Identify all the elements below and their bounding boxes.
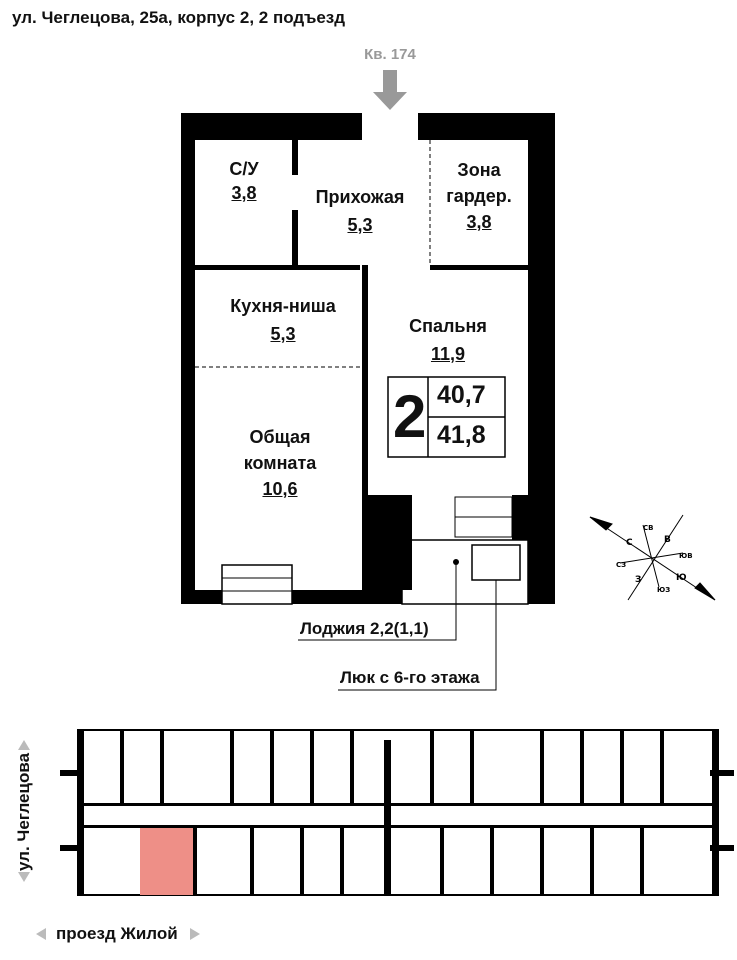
room-area: 11,9 <box>430 344 466 364</box>
entrance-label: Кв. 174 <box>364 46 416 63</box>
highlighted-apartment <box>140 827 193 895</box>
compass-n: С <box>626 538 633 548</box>
hatch-box <box>471 544 521 581</box>
room-name: Зона <box>457 160 501 180</box>
room-area: 10,6 <box>262 479 298 499</box>
arrow-right-icon <box>190 928 200 940</box>
room-hallway: Прихожая 5,3 <box>316 183 405 239</box>
room-name: Прихожая <box>315 187 405 207</box>
loggia-callout: Лоджия 2,2(1,1) <box>300 619 429 638</box>
compass-w: З <box>635 575 641 585</box>
room-area: 3,8 <box>231 183 257 203</box>
address-title: ул. Чеглецова, 25а, корпус 2, 2 подъезд <box>12 8 346 27</box>
room-living: Общая комната 10,6 <box>244 424 317 502</box>
living-area: 40,7 <box>437 381 486 409</box>
room-wardrobe: Зона гардер. 3,8 <box>446 157 512 235</box>
compass-icon <box>589 514 716 601</box>
arrow-left-icon <box>36 928 46 940</box>
compass-nw: СЗ <box>616 561 626 569</box>
room-name: С/У <box>229 159 259 179</box>
key-plan <box>18 729 734 940</box>
compass-ne: СВ <box>643 524 653 532</box>
room-area: 3,8 <box>466 212 492 232</box>
room-name: Общая <box>249 427 311 447</box>
hatch-callout: Люк с 6-го этажа <box>340 668 480 687</box>
compass-e: В <box>664 535 671 545</box>
total-area: 41,8 <box>437 421 486 449</box>
room-name-2: комната <box>243 453 317 473</box>
room-area: 5,3 <box>347 215 373 235</box>
compass-se: ЮВ <box>679 552 693 560</box>
arrow-up-icon <box>18 740 30 750</box>
room-bathroom: С/У 3,8 <box>229 157 258 205</box>
compass-sw: ЮЗ <box>657 586 670 594</box>
room-name: Кухня-ниша <box>230 296 336 316</box>
room-name: Спальня <box>409 316 487 336</box>
arrow-down-icon <box>18 872 30 882</box>
rooms-count: 2 <box>393 383 427 450</box>
entrance-arrow-icon <box>373 70 407 110</box>
walls <box>181 113 555 604</box>
street-horizontal-label: проезд Жилой <box>56 924 178 943</box>
room-area: 5,3 <box>270 324 296 344</box>
room-name-2: гардер. <box>446 186 512 206</box>
room-bedroom: Спальня 11,9 <box>409 312 487 368</box>
compass-s: Ю <box>676 573 687 583</box>
room-kitchen: Кухня-ниша 5,3 <box>230 292 336 348</box>
street-vertical-label: ул. Чеглецова <box>14 752 33 872</box>
